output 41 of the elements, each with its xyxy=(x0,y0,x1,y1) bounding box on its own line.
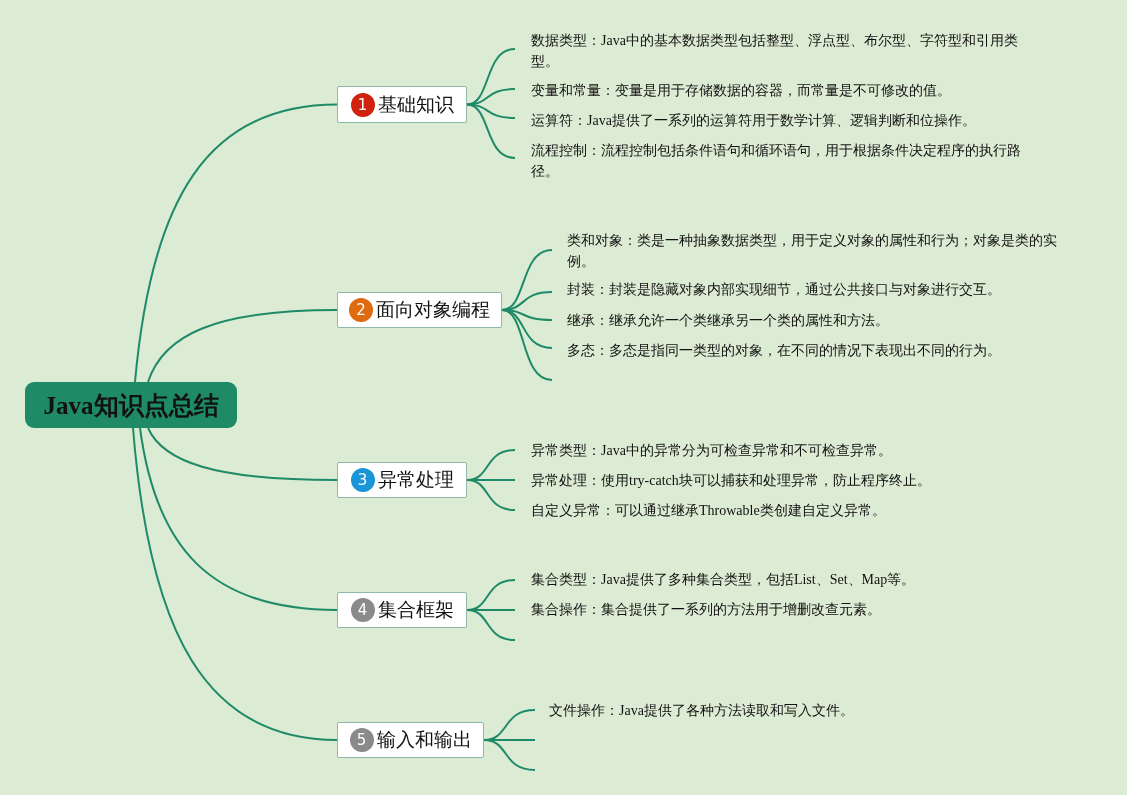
number-badge: 2 xyxy=(349,298,373,322)
leaf-text: 集合操作：集合提供了一系列的方法用于增删改查元素。 xyxy=(515,599,1075,620)
topic-box xyxy=(337,292,502,328)
leaf-text: 封装：封装是隐藏对象内部实现细节，通过公共接口与对象进行交互。 xyxy=(552,279,1067,300)
leaf-text: 变量和常量：变量是用于存储数据的容器，而常量是不可修改的值。 xyxy=(515,80,1025,101)
topic-label: 面向对象编程 xyxy=(376,297,490,322)
topic-label: 基础知识 xyxy=(377,91,454,117)
branch-line xyxy=(134,103,338,383)
branch-line xyxy=(466,103,516,159)
number-badge: 1 xyxy=(350,92,375,117)
topic-box xyxy=(337,722,484,758)
topic-label: 集合框架 xyxy=(377,597,454,622)
leaf-text: 流程控制：流程控制包括条件语句和循环语句，用于根据条件决定程序的执行路径。 xyxy=(515,140,1025,182)
topic-box xyxy=(337,86,467,123)
number-badge: 5 xyxy=(349,728,374,752)
branch-line xyxy=(147,427,338,481)
branch-line xyxy=(147,309,338,383)
leaf-text: 运算符：Java提供了一系列的运算符用于数学计算、逻辑判断和位操作。 xyxy=(515,110,1025,131)
leaf-text: 异常处理：使用try-catch块可以捕获和处理异常，防止程序终止。 xyxy=(515,470,1075,491)
branch-line xyxy=(466,88,516,106)
number-badge: 3 xyxy=(350,468,375,492)
branch-line xyxy=(466,479,516,511)
topic-label: 输入和输出 xyxy=(376,727,472,752)
leaf-text: 自定义异常：可以通过继承Throwable类创建自定义异常。 xyxy=(515,500,1075,521)
leaf-text: 集合类型：Java提供了多种集合类型，包括List、Set、Map等。 xyxy=(515,569,1075,590)
topic-label: 异常处理 xyxy=(377,467,454,492)
central-topic: Java知识点总结 xyxy=(25,382,237,428)
topic-box xyxy=(337,592,467,628)
branch-line xyxy=(466,609,516,641)
leaf-text: 继承：继承允许一个类继承另一个类的属性和方法。 xyxy=(552,310,1067,331)
leaf-text: 类和对象：类是一种抽象数据类型，用于定义对象的属性和行为；对象是类的实例。 xyxy=(552,230,1067,272)
leaf-text: 数据类型：Java中的基本数据类型包括整型、浮点型、布尔型、字符型和引用类型。 xyxy=(515,30,1025,72)
leaf-text: 异常类型：Java中的异常分为可检查异常和不可检查异常。 xyxy=(515,440,1075,461)
number-badge: 4 xyxy=(350,598,375,622)
branch-line xyxy=(501,309,553,381)
topic-box xyxy=(337,462,467,498)
leaf-text: 多态：多态是指同一类型的对象，在不同的情况下表现出不同的行为。 xyxy=(552,340,1067,361)
leaf-text: 文件操作：Java提供了各种方法读取和写入文件。 xyxy=(535,700,1095,721)
branch-line xyxy=(483,739,536,771)
branch-line xyxy=(132,427,338,741)
branch-line xyxy=(139,427,338,611)
